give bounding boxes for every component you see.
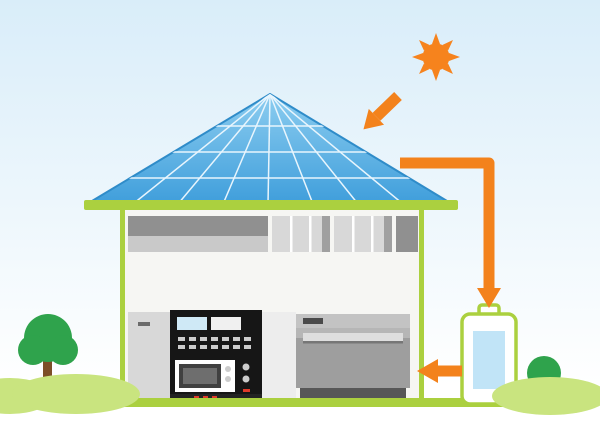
tree-canopy (18, 314, 78, 365)
oven-display (177, 317, 207, 330)
range-oven-unit (170, 310, 262, 402)
window-end-panel (396, 216, 418, 252)
roof-eave (84, 200, 458, 210)
control-buttons (178, 337, 251, 349)
dishwasher (296, 314, 410, 402)
counter-gap (262, 312, 296, 402)
greenery-left (0, 314, 140, 414)
sun-icon (412, 33, 460, 81)
microwave-door (175, 360, 235, 392)
battery-cell (473, 331, 505, 389)
oven-display-2 (211, 317, 241, 330)
window-right (334, 216, 392, 252)
battery-to-appliance-arrow-icon (417, 359, 462, 383)
roof-to-battery-arrow-icon (400, 157, 501, 308)
bush-right (492, 377, 600, 415)
window-left (272, 216, 330, 252)
ground-line (80, 398, 520, 407)
greenery-right (492, 356, 600, 415)
storage-battery (460, 303, 518, 406)
dishwasher-handle (303, 333, 403, 341)
kitchen-appliances (128, 310, 410, 402)
bush-left-large (12, 374, 140, 414)
upper-floor-windows (128, 216, 418, 252)
house (120, 204, 424, 405)
sun-to-roof-arrow-icon (363, 92, 402, 130)
dishwasher-control (303, 318, 323, 324)
side-knobs (242, 363, 250, 392)
solar-panel-roof (84, 93, 458, 210)
